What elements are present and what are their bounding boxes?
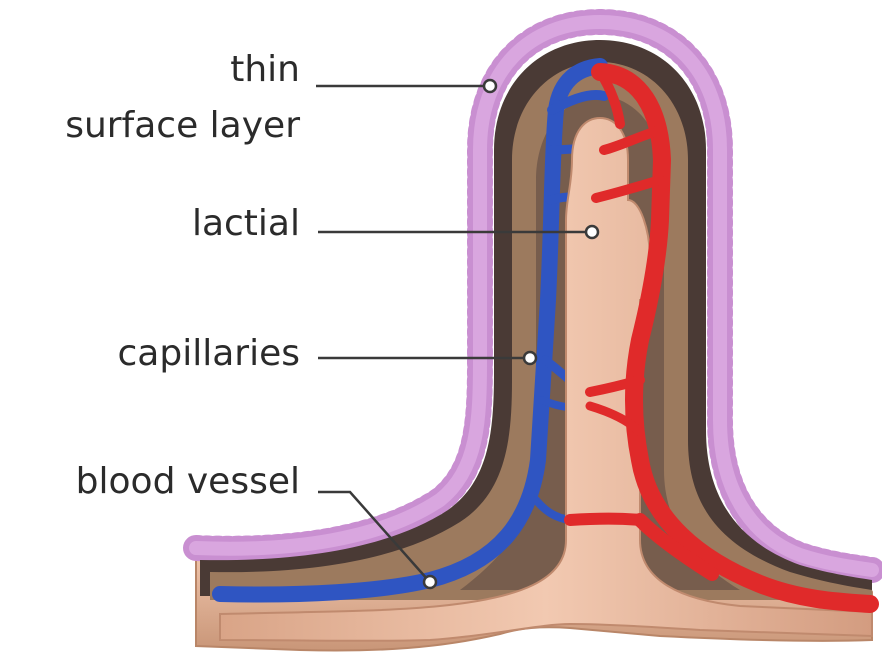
label-lactial: lactial: [192, 202, 300, 246]
label-thin: thin: [230, 48, 300, 92]
pointer-dot-surface-layer: [484, 80, 496, 92]
pointer-dot-blood-vessel: [424, 576, 436, 588]
label-surface-layer: surface layer: [65, 104, 300, 148]
pointer-dot-capillaries: [524, 352, 536, 364]
label-blood-vessel: blood vessel: [76, 460, 300, 504]
label-capillaries: capillaries: [118, 332, 300, 376]
pointer-dot-lactial: [586, 226, 598, 238]
